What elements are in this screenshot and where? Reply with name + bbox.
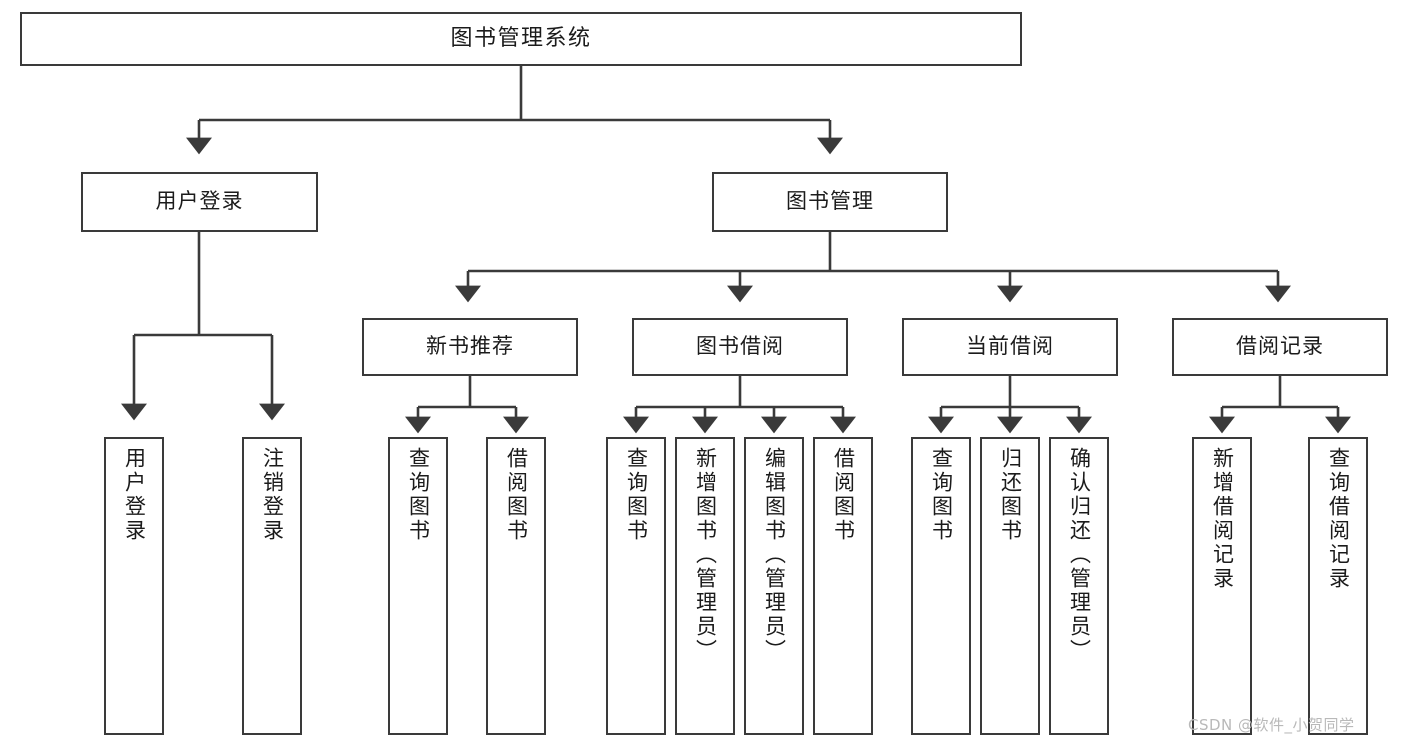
leaf-add-book-admin[interactable]: 新增图书（管理员） xyxy=(675,437,735,735)
node-label: 图书借阅 xyxy=(696,334,784,359)
node-label: 查询图书 xyxy=(624,447,649,543)
node-label: 新增图书（管理员） xyxy=(693,447,718,663)
leaf-query-borrow-record[interactable]: 查询借阅记录 xyxy=(1308,437,1368,735)
node-root-system[interactable]: 图书管理系统 xyxy=(20,12,1022,66)
leaf-confirm-return-admin[interactable]: 确认归还（管理员） xyxy=(1049,437,1109,735)
leaf-borrow-book[interactable]: 借阅图书 xyxy=(813,437,873,735)
node-borrow-record[interactable]: 借阅记录 xyxy=(1172,318,1388,376)
node-label: 借阅图书 xyxy=(831,447,856,543)
node-label: 借阅图书 xyxy=(504,447,529,543)
leaf-add-borrow-record[interactable]: 新增借阅记录 xyxy=(1192,437,1252,735)
node-label: 用户登录 xyxy=(155,189,244,214)
node-label: 新书推荐 xyxy=(426,334,514,359)
node-user-login[interactable]: 用户登录 xyxy=(81,172,318,232)
node-label: 注销登录 xyxy=(260,447,285,543)
leaf-edit-book-admin[interactable]: 编辑图书（管理员） xyxy=(744,437,804,735)
node-new-book-recommend[interactable]: 新书推荐 xyxy=(362,318,578,376)
leaf-query-book-current[interactable]: 查询图书 xyxy=(911,437,971,735)
leaf-logout[interactable]: 注销登录 xyxy=(242,437,302,735)
csdn-watermark: CSDN @软件_小贺同学 xyxy=(1188,716,1355,734)
node-book-management[interactable]: 图书管理 xyxy=(712,172,948,232)
leaf-return-book[interactable]: 归还图书 xyxy=(980,437,1040,735)
node-label: 查询借阅记录 xyxy=(1326,447,1351,591)
node-label: 编辑图书（管理员） xyxy=(762,447,787,663)
node-label: 图书管理 xyxy=(786,189,874,214)
node-label: 确认归还（管理员） xyxy=(1067,447,1092,663)
node-label: 查询图书 xyxy=(406,447,431,543)
node-label: 查询图书 xyxy=(929,447,954,543)
leaf-user-login[interactable]: 用户登录 xyxy=(104,437,164,735)
node-label: 归还图书 xyxy=(998,447,1023,543)
leaf-query-book-recommend[interactable]: 查询图书 xyxy=(388,437,448,735)
node-label: 借阅记录 xyxy=(1236,334,1324,359)
node-book-borrow[interactable]: 图书借阅 xyxy=(632,318,848,376)
node-label: 图书管理系统 xyxy=(450,25,592,51)
leaf-query-book-borrow[interactable]: 查询图书 xyxy=(606,437,666,735)
node-label: 用户登录 xyxy=(122,447,147,543)
leaf-borrow-book-recommend[interactable]: 借阅图书 xyxy=(486,437,546,735)
node-label: 当前借阅 xyxy=(966,334,1054,359)
node-label: 新增借阅记录 xyxy=(1210,447,1235,591)
node-current-borrow[interactable]: 当前借阅 xyxy=(902,318,1118,376)
